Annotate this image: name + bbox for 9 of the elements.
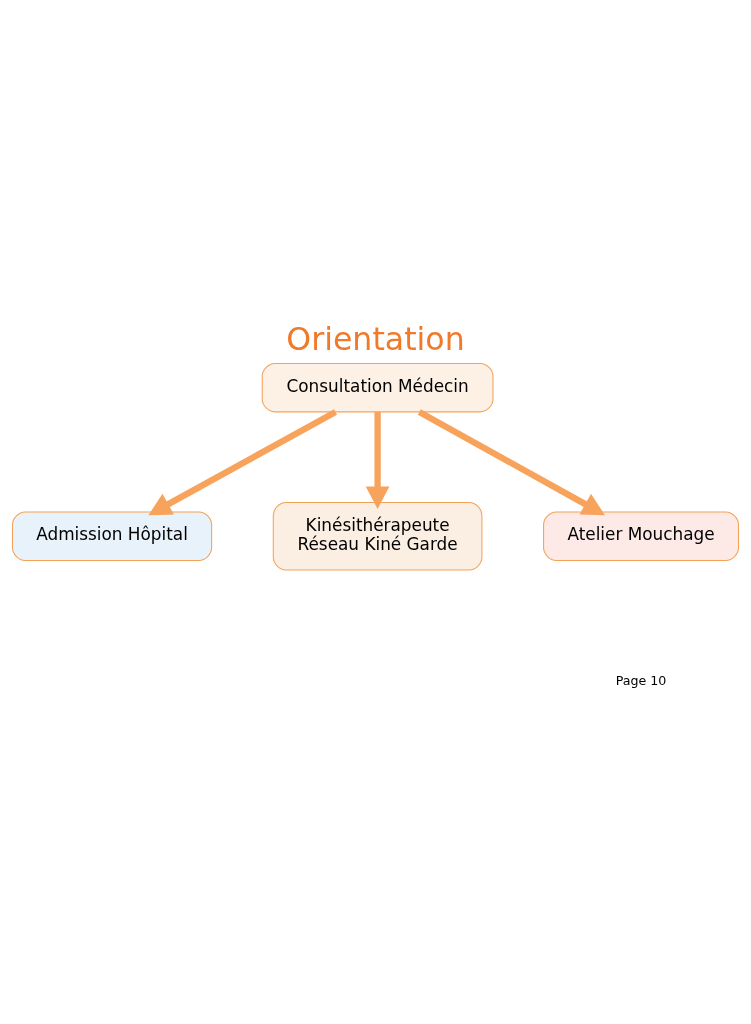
- node-box: Kinésithérapeute Réseau Kiné Garde: [272, 502, 483, 571]
- label: Page 10: [615, 673, 667, 689]
- arrow: [417, 409, 605, 516]
- arrow: [365, 411, 390, 510]
- node-box: Admission Hôpital: [11, 511, 213, 561]
- arrow: [148, 409, 338, 516]
- diagram-title: Orientation: [286, 320, 465, 357]
- node-box: Atelier Mouchage: [543, 511, 740, 561]
- node-box: Consultation Médecin: [261, 362, 494, 413]
